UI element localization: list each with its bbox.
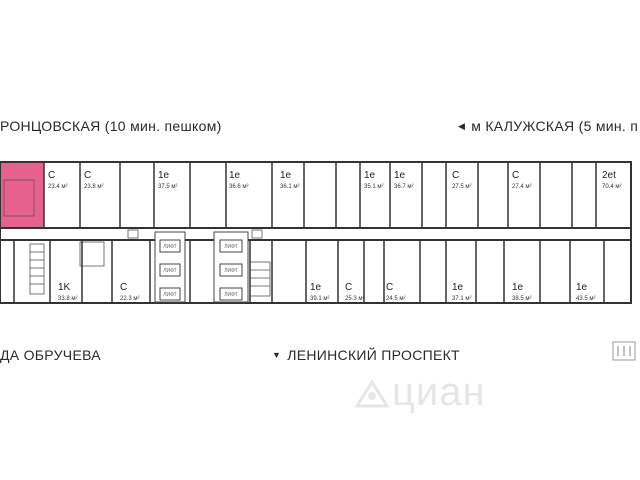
bottom-unit-type-1[interactable]: 1K	[58, 282, 71, 293]
top-unit-area-10: 70.4 м²	[602, 184, 621, 190]
elevator-block	[154, 231, 249, 303]
top-unit-type-7[interactable]: 1e	[394, 170, 406, 181]
top-unit-type-5[interactable]: 1e	[280, 170, 292, 181]
bottom-unit-type-2[interactable]: C	[120, 282, 127, 293]
top-unit-type-9[interactable]: C	[512, 170, 519, 181]
direction-arrow-down-icon: ▼	[272, 350, 282, 360]
street-label-bottom-center: ▼ ЛЕНИНСКИЙ ПРОСПЕКТ	[272, 347, 460, 363]
street-label-top-right-text: м КАЛУЖСКАЯ (5 мин. п	[471, 118, 639, 134]
bottom-unit-area-2: 22.3 м²	[120, 296, 139, 302]
lift-label-4: ЛИФТ	[224, 244, 237, 250]
bottom-unit-area-4: 25.3 м²	[345, 296, 364, 302]
street-label-top-left: РОНЦОВСКАЯ (10 мин. пешком)	[0, 118, 222, 134]
bottom-unit-area-8: 43.5 м²	[576, 296, 595, 302]
top-unit-type-2[interactable]: C	[84, 170, 91, 181]
top-unit-type-1[interactable]: C	[48, 170, 55, 181]
top-unit-type-3[interactable]: 1e	[158, 170, 170, 181]
bottom-unit-type-6[interactable]: 1e	[452, 282, 464, 293]
top-unit-area-3: 37.5 м²	[158, 184, 177, 190]
bottom-unit-type-5[interactable]: C	[386, 282, 393, 293]
top-unit-area-8: 27.5 м²	[452, 184, 471, 190]
bottom-unit-type-3[interactable]: 1e	[310, 282, 322, 293]
bottom-unit-type-4[interactable]: C	[345, 282, 352, 293]
top-unit-area-5: 36.1 м²	[280, 184, 299, 190]
lift-label-3: ЛИФТ	[163, 292, 176, 298]
top-unit-area-4: 36.6 м²	[229, 184, 248, 190]
bottom-unit-area-5: 24.5 м²	[386, 296, 405, 302]
bottom-unit-area-6: 37.1 м²	[452, 296, 471, 302]
lift-label-1: ЛИФТ	[163, 244, 176, 250]
bottom-unit-area-1: 33.8 м²	[58, 296, 77, 302]
bottom-unit-type-7[interactable]: 1e	[512, 282, 524, 293]
top-unit-type-8[interactable]: C	[452, 170, 459, 181]
top-unit-type-6[interactable]: 1e	[364, 170, 376, 181]
bottom-unit-type-8[interactable]: 1e	[576, 282, 588, 293]
top-unit-type-4[interactable]: 1e	[229, 170, 241, 181]
cian-logo-icon	[355, 379, 389, 408]
top-unit-type-10[interactable]: 2et	[602, 170, 616, 181]
bottom-unit-walls	[13, 240, 605, 303]
direction-arrow-left-icon: ◀	[458, 121, 466, 131]
top-unit-walls	[43, 162, 632, 228]
top-unit-area-6: 35.1 м²	[364, 184, 383, 190]
lift-label-2: ЛИФТ	[163, 268, 176, 274]
top-unit-area-9: 27.4 м²	[512, 184, 531, 190]
street-label-bottom-center-text: ЛЕНИНСКИЙ ПРОСПЕКТ	[287, 347, 460, 363]
selected-unit-highlight[interactable]	[0, 162, 44, 228]
floor-details	[3, 179, 271, 297]
bottom-unit-area-3: 39.1 м²	[310, 296, 329, 302]
lift-label-5: ЛИФТ	[224, 268, 237, 274]
lift-label-6: ЛИФТ	[224, 292, 237, 298]
elevator-labels: ЛИФТ ЛИФТ ЛИФТ ЛИФТ ЛИФТ ЛИФТ	[163, 244, 237, 298]
cian-watermark: циан	[392, 370, 486, 414]
street-label-bottom-left: ДА ОБРУЧЕВА	[0, 347, 101, 363]
building-outline	[0, 161, 632, 304]
top-unit-area-2: 23.8 м²	[84, 184, 103, 190]
top-unit-area-7: 36.7 м²	[394, 184, 413, 190]
compass-icon	[612, 341, 636, 361]
street-label-top-right: ◀ м КАЛУЖСКАЯ (5 мин. п	[458, 118, 638, 134]
top-unit-area-1: 23.4 м²	[48, 184, 67, 190]
top-unit-labels: C 23.4 м² C 23.8 м² 1e 37.5 м² 1e 36.6 м² 1e 36.1…	[48, 170, 621, 190]
bottom-unit-labels: 1K 33.8 м² C 22.3 м² 1e 39.1 м² C 25.3 м² C 24.5 …	[58, 282, 595, 302]
bottom-unit-area-7: 38.5 м²	[512, 296, 531, 302]
